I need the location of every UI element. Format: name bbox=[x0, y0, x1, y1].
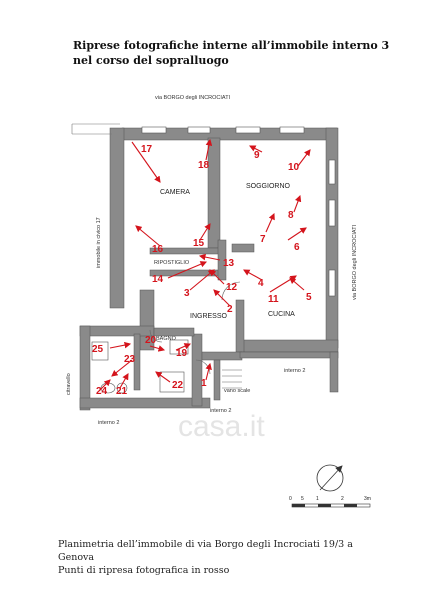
shot-arrow-1 bbox=[205, 362, 212, 381]
shot-number-15: 15 bbox=[193, 238, 205, 249]
label-interno2-right: interno 2 bbox=[284, 368, 305, 374]
shot-arrow-12 bbox=[209, 269, 225, 285]
shot-arrow-4 bbox=[243, 269, 263, 281]
title-line-2: nel corso del sopralluogo bbox=[73, 54, 229, 67]
shot-arrow-11 bbox=[269, 275, 297, 293]
shot-number-24: 24 bbox=[96, 386, 108, 397]
label-interno2-left: interno 2 bbox=[98, 420, 119, 426]
plan-caption: Planimetria dell’immobile di via Borgo d… bbox=[58, 538, 388, 577]
shot-arrow-21 bbox=[119, 373, 129, 389]
street-label-right: via BORGO degli INCROCIATI bbox=[352, 224, 358, 300]
shot-number-10: 10 bbox=[288, 162, 300, 173]
shot-arrow-13 bbox=[198, 253, 221, 261]
shot-number-14: 14 bbox=[152, 274, 164, 285]
shot-number-7: 7 bbox=[260, 234, 266, 245]
shot-arrow-5 bbox=[289, 277, 305, 291]
shot-arrow-17 bbox=[131, 141, 161, 183]
shot-number-3: 3 bbox=[184, 288, 190, 299]
shot-number-21: 21 bbox=[116, 386, 128, 397]
scale-tick-4: 3m bbox=[364, 496, 371, 502]
caption-line-2: Punti di ripresa fotografica in rosso bbox=[58, 565, 230, 576]
label-interno2-mid: interno 2 bbox=[210, 408, 231, 414]
shot-arrow-15 bbox=[199, 223, 211, 241]
shot-arrow-14 bbox=[167, 261, 208, 279]
shot-number-6: 6 bbox=[294, 242, 300, 253]
shot-number-16: 16 bbox=[152, 244, 164, 255]
scale-tick-3: 2 bbox=[341, 496, 344, 502]
alley-label: citravello bbox=[66, 373, 72, 395]
shot-arrow-6 bbox=[287, 227, 307, 241]
bathroom-fixtures bbox=[91, 339, 189, 394]
windows bbox=[141, 126, 336, 297]
label-vano-scale: vano scale bbox=[224, 388, 250, 394]
shot-number-4: 4 bbox=[258, 278, 264, 289]
street-label-top: via BORGO degli INCROCIATI bbox=[155, 95, 231, 101]
stairs bbox=[222, 369, 242, 389]
watermark: casa.it bbox=[178, 410, 265, 443]
shot-arrow-23 bbox=[111, 359, 133, 377]
shot-numbers: 17 18 9 10 8 7 6 16 15 13 14 3 12 4 11 5 2 25 20 19 23 24 21 22… bbox=[92, 144, 312, 397]
plan-title: Riprese fotografiche interne all’immobil… bbox=[73, 38, 393, 68]
shot-arrow-22 bbox=[155, 371, 171, 383]
scale-tick-1: 5 bbox=[301, 496, 304, 502]
shot-arrow-7 bbox=[265, 212, 275, 233]
shot-arrow-16 bbox=[135, 225, 161, 247]
shot-arrows bbox=[99, 138, 311, 391]
shot-arrow-20 bbox=[149, 345, 166, 352]
shot-number-22: 22 bbox=[172, 380, 184, 391]
room-soggiorno: SOGGIORNO bbox=[246, 183, 291, 190]
shot-arrow-24 bbox=[99, 379, 111, 391]
room-ingresso: INGRESSO bbox=[190, 313, 228, 320]
room-cucina: CUCINA bbox=[268, 311, 295, 318]
shot-arrow-25 bbox=[109, 341, 132, 349]
caption-line-1: Planimetria dell’immobile di via Borgo d… bbox=[58, 539, 353, 563]
shot-number-2: 2 bbox=[227, 304, 233, 315]
shot-arrow-19 bbox=[175, 343, 192, 351]
shot-number-12: 12 bbox=[226, 282, 238, 293]
shot-number-25: 25 bbox=[92, 344, 104, 355]
scale-tick-0: 0 bbox=[289, 496, 292, 502]
shot-number-5: 5 bbox=[306, 292, 312, 303]
scale-tick-2: 1 bbox=[316, 496, 319, 502]
shot-number-9: 9 bbox=[254, 150, 260, 161]
shot-number-11: 11 bbox=[268, 294, 279, 305]
shot-arrow-10 bbox=[297, 149, 311, 167]
walls bbox=[79, 127, 339, 411]
shot-number-19: 19 bbox=[176, 348, 188, 359]
shot-number-20: 20 bbox=[145, 335, 157, 346]
shot-number-17: 17 bbox=[141, 144, 153, 155]
room-bagno: BAGNO bbox=[156, 336, 177, 342]
shot-number-8: 8 bbox=[288, 210, 294, 221]
room-ripostiglio: RIPOSTIGLIO bbox=[154, 260, 190, 266]
north-arrow-icon bbox=[316, 464, 344, 492]
shot-number-18: 18 bbox=[198, 160, 210, 171]
shot-number-1: 1 bbox=[201, 378, 207, 389]
shot-arrow-9 bbox=[249, 145, 263, 153]
title-line-1: Riprese fotografiche interne all’immobil… bbox=[73, 39, 390, 52]
neighbour-wall bbox=[71, 123, 120, 135]
shot-arrow-8 bbox=[293, 194, 302, 213]
room-camera: CAMERA bbox=[160, 189, 190, 196]
shot-number-13: 13 bbox=[223, 258, 235, 269]
neighbour-building-label: immobile in civico 17 bbox=[96, 217, 102, 268]
shot-number-23: 23 bbox=[124, 354, 136, 365]
scale-bar: 0 5 1 2 3m bbox=[289, 496, 371, 508]
shot-arrow-18 bbox=[205, 138, 213, 161]
shot-arrow-2 bbox=[213, 289, 231, 307]
